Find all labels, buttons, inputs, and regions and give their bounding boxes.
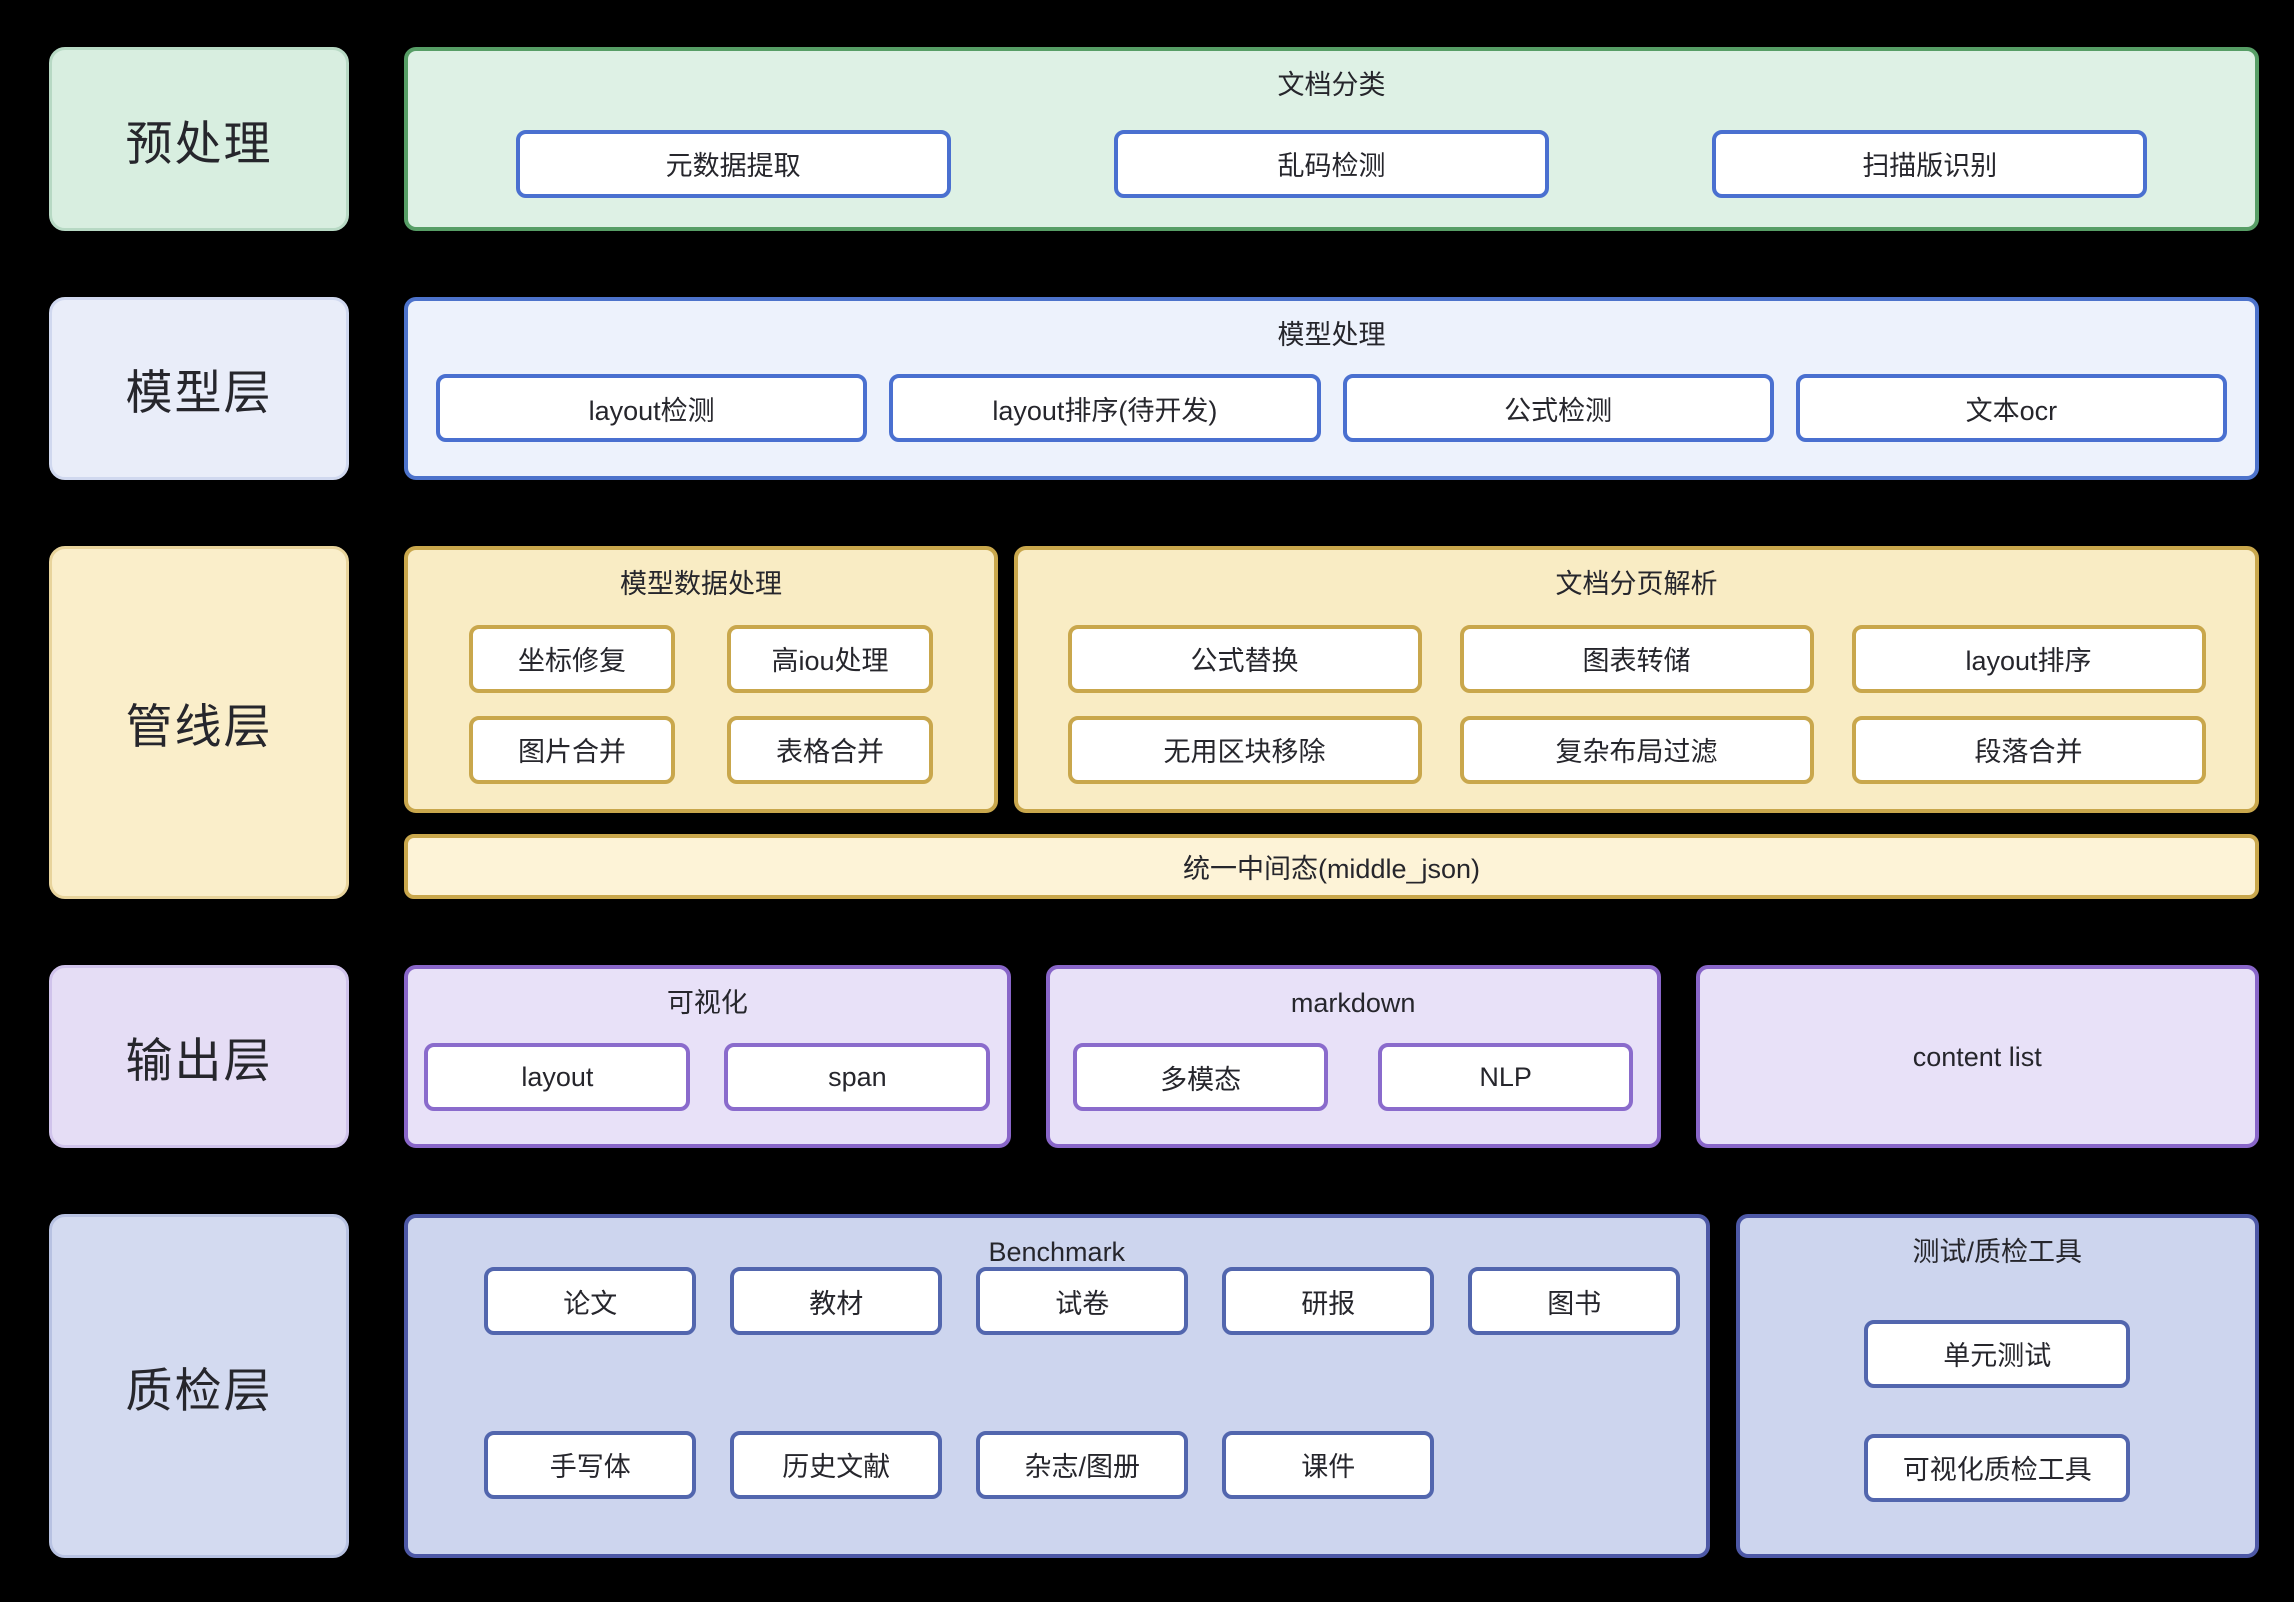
group-doc-classification: 文档分类 元数据提取 乱码检测 扫描版识别 <box>404 47 2259 231</box>
group-markdown: markdown 多模态 NLP <box>1045 965 1661 1148</box>
group-body-markdown: 多模态 NLP <box>1050 1018 1657 1144</box>
node-unit-test: 单元测试 <box>1864 1319 2131 1388</box>
node-bm-book: 图书 <box>1468 1267 1681 1335</box>
group-visualization: 可视化 layout span <box>404 965 1011 1148</box>
node-formula-replace: 公式替换 <box>1067 624 1422 693</box>
layer-content-preprocess: 文档分类 元数据提取 乱码检测 扫描版识别 <box>404 47 2259 231</box>
node-vis-layout: layout <box>424 1043 691 1111</box>
layer-content-qa: Benchmark 论文 教材 试卷 研报 图书 手写体 历史文献 杂志/图册 … <box>404 1214 2259 1558</box>
group-body-doc-page-parsing: 公式替换 图表转储 layout排序 无用区块移除 复杂布局过滤 段落合并 <box>1018 599 2255 809</box>
node-image-merge: 图片合并 <box>469 715 675 784</box>
layer-label-preprocess: 预处理 <box>49 47 349 231</box>
node-visual-qa-tool: 可视化质检工具 <box>1864 1433 2131 1502</box>
group-title-markdown: markdown <box>1290 988 1416 1018</box>
node-bm-textbook: 教材 <box>730 1267 943 1335</box>
bar-middle-json: 统一中间态(middle_json) <box>404 834 2259 899</box>
layer-label-qa: 质检层 <box>49 1214 349 1558</box>
node-garbled-text-detection: 乱码检测 <box>1113 129 1549 198</box>
layer-label-model: 模型层 <box>49 297 349 480</box>
group-body-test-qa-tools: 单元测试 可视化质检工具 <box>1740 1267 2255 1554</box>
group-content-list: content list <box>1695 965 2259 1148</box>
node-scanned-doc-recognition: 扫描版识别 <box>1712 129 2148 198</box>
node-bm-courseware: 课件 <box>1222 1430 1435 1499</box>
layer-content-output: 可视化 layout span markdown 多模态 NLP content… <box>404 965 2259 1148</box>
layer-label-pipeline: 管线层 <box>49 546 349 899</box>
node-bm-handwriting: 手写体 <box>484 1430 697 1499</box>
group-title-model-data-processing: 模型数据处理 <box>620 569 782 599</box>
layer-row-model: 模型层 模型处理 layout检测 layout排序(待开发) 公式检测 文本o… <box>49 297 2259 480</box>
node-text-ocr: 文本ocr <box>1795 374 2227 442</box>
layer-row-output: 输出层 可视化 layout span markdown 多模态 NLP con… <box>49 965 2259 1148</box>
node-chart-dump: 图表转储 <box>1459 624 1814 693</box>
group-test-qa-tools: 测试/质检工具 单元测试 可视化质检工具 <box>1735 1214 2259 1558</box>
page-parse-grid: 公式替换 图表转储 layout排序 无用区块移除 复杂布局过滤 段落合并 <box>1067 624 2206 784</box>
layer-row-preprocess: 预处理 文档分类 元数据提取 乱码检测 扫描版识别 <box>49 47 2259 231</box>
layer-content-model: 模型处理 layout检测 layout排序(待开发) 公式检测 文本ocr <box>404 297 2259 480</box>
node-useless-block-removal: 无用区块移除 <box>1067 715 1422 784</box>
node-md-nlp: NLP <box>1378 1043 1634 1111</box>
benchmark-grid: 论文 教材 试卷 研报 图书 手写体 历史文献 杂志/图册 课件 <box>433 1267 1681 1554</box>
node-vis-span: span <box>724 1043 991 1111</box>
group-body-doc-classification: 元数据提取 乱码检测 扫描版识别 <box>408 100 2255 227</box>
group-title-benchmark: Benchmark <box>988 1237 1126 1267</box>
group-body-visualization: layout span <box>408 1018 1007 1144</box>
group-doc-page-parsing: 文档分页解析 公式替换 图表转储 layout排序 无用区块移除 复杂布局过滤 … <box>1014 546 2259 813</box>
node-layout-sort: layout排序 <box>1851 624 2206 693</box>
node-metadata-extraction: 元数据提取 <box>515 129 951 198</box>
pipeline-groups: 模型数据处理 坐标修复 高iou处理 图片合并 表格合并 文档分页解析 <box>404 546 2259 813</box>
group-title-model-processing: 模型处理 <box>1277 320 1386 350</box>
group-body-model-processing: layout检测 layout排序(待开发) 公式检测 文本ocr <box>408 350 2255 476</box>
group-body-model-data-processing: 坐标修复 高iou处理 图片合并 表格合并 <box>408 599 994 809</box>
node-formula-detection: 公式检测 <box>1342 374 1774 442</box>
node-layout-sort-todo: layout排序(待开发) <box>889 374 1321 442</box>
node-table-merge: 表格合并 <box>727 715 933 784</box>
node-complex-layout-filter: 复杂布局过滤 <box>1459 715 1814 784</box>
group-title-doc-classification: 文档分类 <box>1277 70 1386 100</box>
layer-row-qa: 质检层 Benchmark 论文 教材 试卷 研报 图书 手写体 历史文献 杂志… <box>49 1214 2259 1558</box>
node-paragraph-merge: 段落合并 <box>1851 715 2206 784</box>
group-title-doc-page-parsing: 文档分页解析 <box>1555 569 1718 599</box>
group-title-test-qa-tools: 测试/质检工具 <box>1912 1237 2083 1267</box>
node-bm-paper: 论文 <box>484 1267 697 1335</box>
layer-label-output: 输出层 <box>49 965 349 1148</box>
node-bm-historical-doc: 历史文献 <box>730 1430 943 1499</box>
node-md-multimodal: 多模态 <box>1073 1043 1329 1111</box>
group-title-visualization: 可视化 <box>666 988 748 1018</box>
node-layout-detection: layout检测 <box>436 374 868 442</box>
layer-row-pipeline: 管线层 模型数据处理 坐标修复 高iou处理 图片合并 表格合并 文档分页 <box>49 546 2259 899</box>
group-benchmark: Benchmark 论文 教材 试卷 研报 图书 手写体 历史文献 杂志/图册 … <box>404 1214 1710 1558</box>
node-coordinate-fix: 坐标修复 <box>469 624 675 693</box>
node-bm-magazine-album: 杂志/图册 <box>976 1430 1189 1499</box>
node-bm-research-report: 研报 <box>1222 1267 1435 1335</box>
group-title-content-list: content list <box>1912 1041 2042 1072</box>
group-model-data-processing: 模型数据处理 坐标修复 高iou处理 图片合并 表格合并 <box>404 546 998 813</box>
node-bm-exam-paper: 试卷 <box>976 1267 1189 1335</box>
node-high-iou-processing: 高iou处理 <box>727 624 933 693</box>
layer-content-pipeline: 模型数据处理 坐标修复 高iou处理 图片合并 表格合并 文档分页解析 <box>404 546 2259 899</box>
group-body-benchmark: 论文 教材 试卷 研报 图书 手写体 历史文献 杂志/图册 课件 <box>408 1267 1706 1554</box>
model-data-grid: 坐标修复 高iou处理 图片合并 表格合并 <box>469 624 933 784</box>
group-model-processing: 模型处理 layout检测 layout排序(待开发) 公式检测 文本ocr <box>404 297 2259 480</box>
